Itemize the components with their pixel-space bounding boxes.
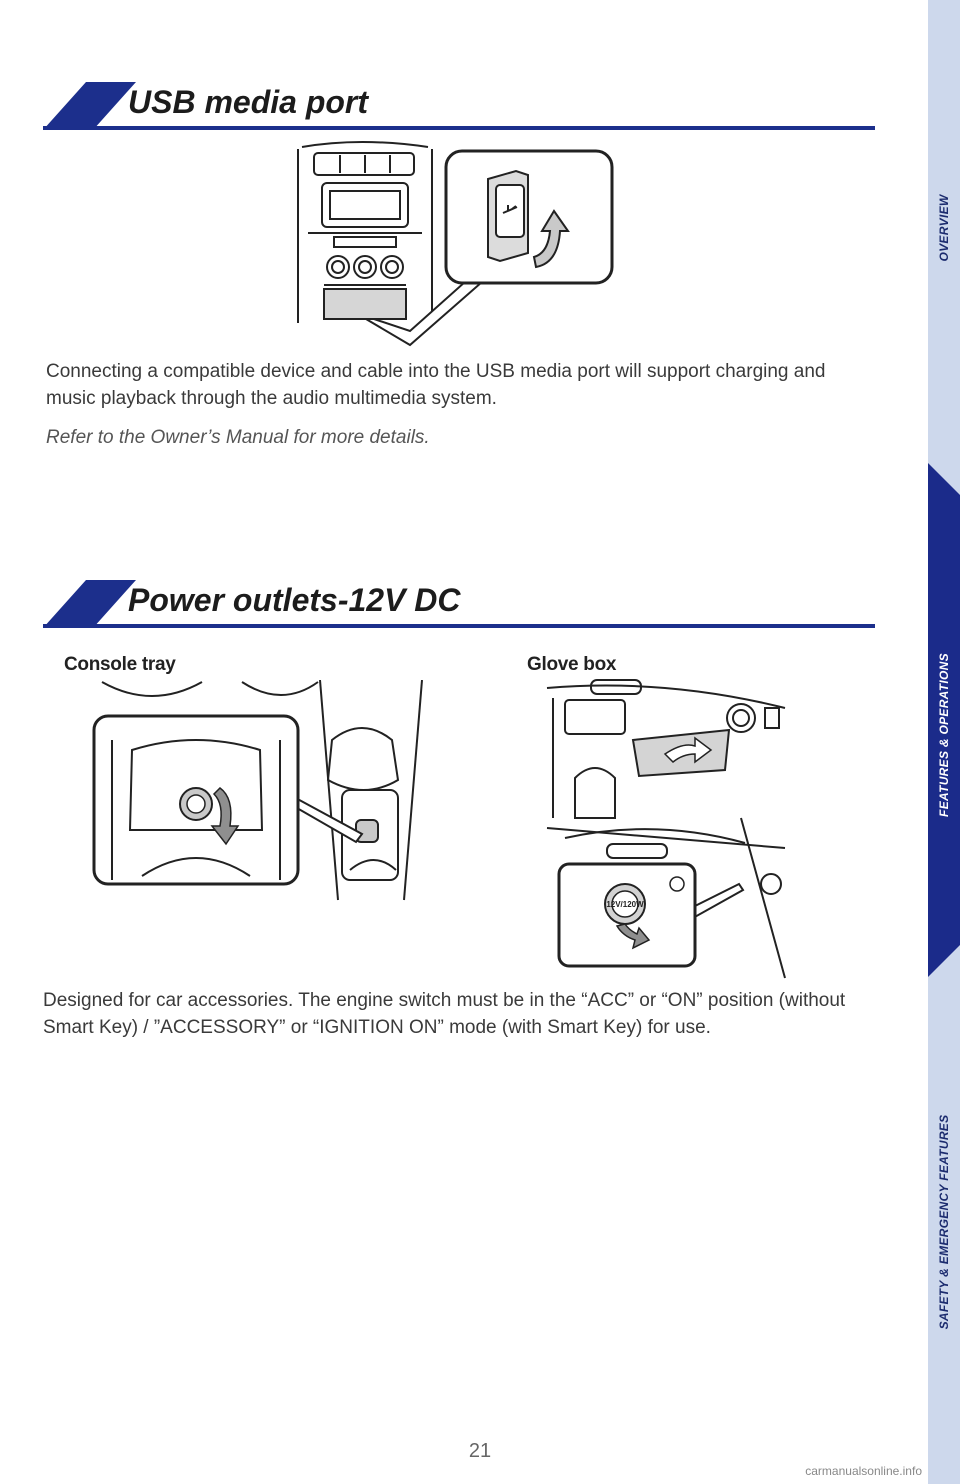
usb-port-illustration — [297, 141, 614, 347]
usb-note: Refer to the Owner’s Manual for more det… — [46, 427, 430, 448]
usb-description: Connecting a compatible device and cable… — [46, 361, 826, 409]
glove-box-illustration: 12V/120W — [546, 679, 786, 979]
glove-box-caption: Glove box — [527, 654, 617, 675]
header-accent-graphic — [43, 580, 875, 628]
console-tray-illustration — [92, 680, 423, 901]
watermark: carmanualsonline.info — [805, 1464, 922, 1478]
power-section-header: Power outlets-12V DC — [40, 576, 876, 632]
console-tray-caption: Console tray — [64, 654, 176, 675]
sidebar-tab-safety-emergency[interactable]: SAFETY & EMERGENCY FEATURES — [937, 1114, 951, 1330]
usb-section-header: USB media port — [40, 78, 876, 134]
header-accent-graphic — [43, 82, 875, 130]
power-section-title: Power outlets-12V DC — [128, 582, 461, 618]
section-sidebar: OVERVIEW FEATURES & OPERATIONS SAFETY & … — [928, 0, 960, 1484]
sidebar-tab-overview[interactable]: OVERVIEW — [937, 194, 951, 262]
usb-section-title: USB media port — [128, 84, 369, 120]
sidebar-tabs-graphic — [928, 463, 960, 977]
outlet-rating-label: 12V/120W — [606, 900, 644, 909]
sidebar-tab-features-operations[interactable]: FEATURES & OPERATIONS — [937, 653, 951, 817]
page-number: 21 — [468, 1440, 492, 1462]
power-description: Designed for car accessories. The engine… — [43, 990, 846, 1038]
